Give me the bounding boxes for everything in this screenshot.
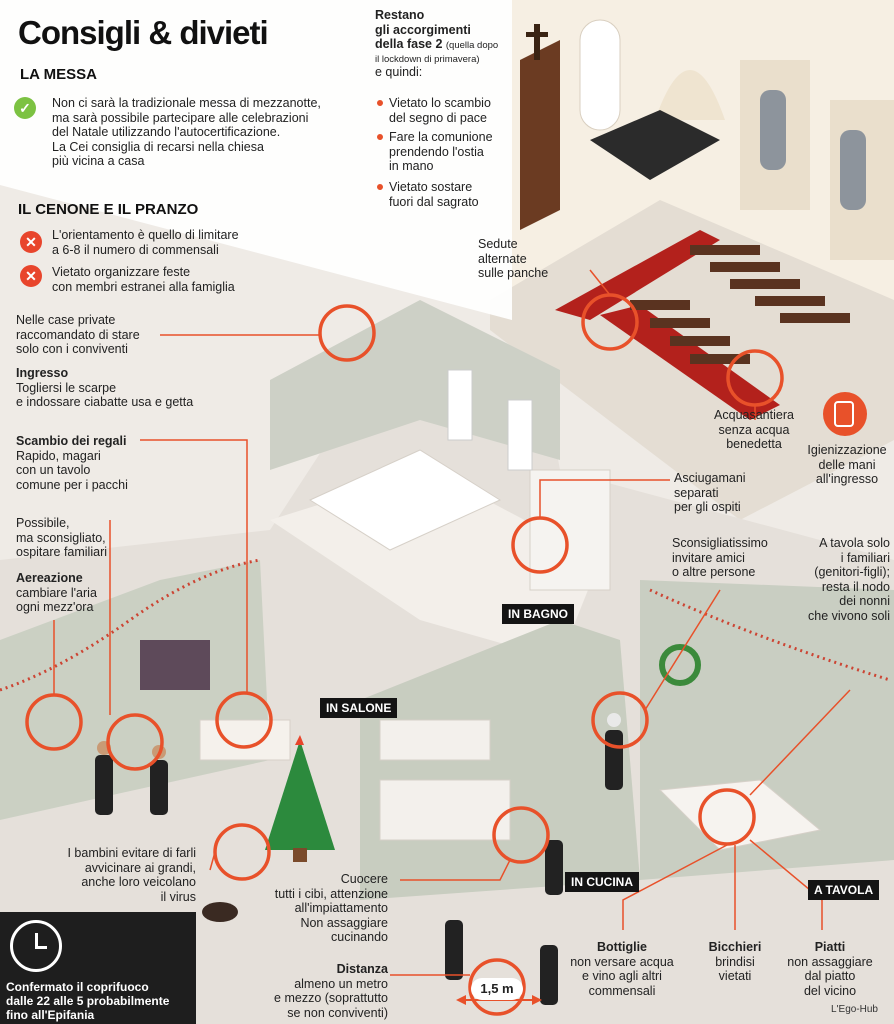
- room-label-tavola: A TAVOLA: [808, 880, 880, 900]
- garland: [0, 558, 261, 692]
- messa-text: Non ci sarà la tradizionale messa di mez…: [52, 96, 321, 168]
- bathroom: [529, 469, 611, 591]
- dining-table: [658, 779, 822, 851]
- church-arch: [655, 70, 725, 120]
- fase2-intro: Restano gli accorgimenti della fase 2 (q…: [375, 8, 499, 79]
- clock-icon: [10, 920, 62, 972]
- kitchen-cabinets: [379, 719, 491, 761]
- leader-lines: [53, 269, 851, 976]
- check-icon: ✓: [14, 97, 36, 119]
- statue-2: [840, 130, 866, 210]
- cross-icon: ✕: [20, 231, 42, 253]
- cross-icon: ✕: [20, 265, 42, 287]
- note-familiari: Possibile,ma sconsigliato,ospitare famil…: [16, 516, 108, 559]
- church-window: [579, 19, 621, 131]
- church-altar: [520, 40, 560, 230]
- people: [95, 713, 623, 1005]
- room-label-cucina: IN CUCINA: [565, 872, 639, 892]
- hand-sanitizer-icon: [823, 392, 867, 436]
- bedroom-window: [447, 369, 473, 441]
- christmas-tree: [265, 740, 335, 850]
- messa-heading: LA MESSA: [20, 66, 97, 83]
- bedroom-wall: [270, 300, 560, 470]
- church-choir: [590, 110, 720, 180]
- page-title: Consigli & divieti: [18, 14, 269, 51]
- christmas-wreath: [659, 644, 701, 686]
- church-pews: [630, 245, 850, 364]
- statue: [760, 90, 786, 170]
- sofa: [199, 719, 291, 761]
- church-cross-icon: [534, 24, 540, 60]
- dog: [202, 902, 238, 922]
- distance-label: 1,5 m: [471, 978, 523, 1000]
- kitchen-counter: [379, 779, 511, 841]
- room-label-bagno: IN BAGNO: [502, 604, 574, 624]
- bed: [308, 449, 502, 551]
- tv: [140, 640, 210, 690]
- bedroom-window-2: [507, 399, 533, 471]
- credit: L'Ego-Hub: [831, 1004, 878, 1015]
- text-panel-top: [0, 0, 512, 320]
- cenone-heading: IL CENONE E IL PRANZO: [18, 201, 199, 218]
- room-label-salone: IN SALONE: [320, 698, 398, 718]
